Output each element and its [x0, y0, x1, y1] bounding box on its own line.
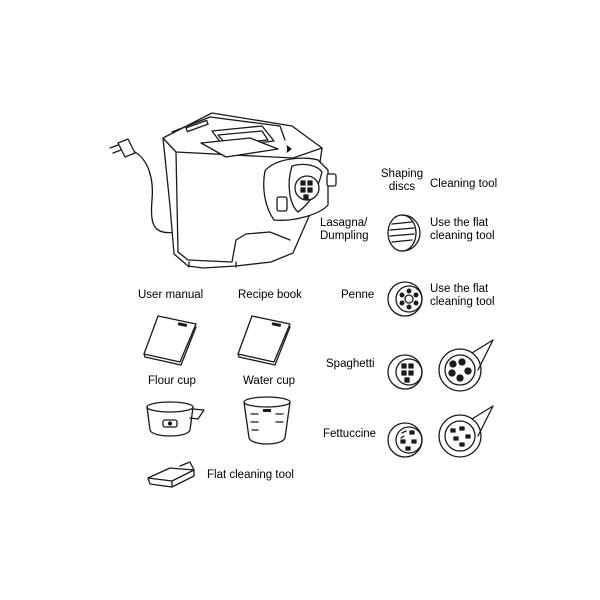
power-plug-icon: [109, 138, 177, 234]
cleaning-note-penne: Use the flat cleaning tool: [430, 283, 495, 309]
shaping-discs-header: Shaping discs: [377, 168, 427, 194]
shaping-disc-fettuccine-illustration: [387, 422, 423, 458]
cleaning-note-line1: Use the flat: [430, 283, 489, 295]
water-cup-illustration: [243, 396, 291, 445]
flat-cleaning-tool-label: Flat cleaning tool: [207, 469, 294, 481]
cleaning-note-line2: cleaning tool: [430, 230, 495, 242]
cleaning-tool-spaghetti-illustration: [438, 339, 494, 392]
cleaning-tool-fettuccine-illustration: [438, 405, 494, 458]
user-manual-label: User manual: [138, 289, 204, 301]
shaping-discs-header-line1: Shaping: [380, 168, 424, 180]
disc-name-line2: Dumpling: [320, 230, 369, 242]
shaping-disc-lasagna-illustration: [387, 214, 421, 252]
recipe-book-label: Recipe book: [238, 289, 302, 301]
user-manual-illustration: [143, 315, 197, 366]
shaping-disc-spaghetti-illustration: [387, 354, 423, 390]
cleaning-note-lasagna: Use the flat cleaning tool: [430, 217, 495, 243]
water-cup-label: Water cup: [243, 375, 295, 387]
recipe-book-illustration: [237, 315, 291, 366]
disc-name-line1: Lasagna/: [320, 217, 368, 229]
pasta-machine-illustration: [109, 112, 337, 269]
cleaning-tool-header: Cleaning tool: [430, 178, 498, 190]
cleaning-note-line2: cleaning tool: [430, 296, 495, 308]
flour-cup-label: Flour cup: [148, 375, 196, 387]
shaping-discs-header-line2: discs: [388, 181, 416, 193]
flour-cup-illustration: [146, 401, 205, 437]
flat-cleaning-tool-illustration: [147, 461, 195, 488]
disc-name-penne: Penne: [341, 289, 375, 301]
disc-name-lasagna: Lasagna/ Dumpling: [320, 217, 369, 243]
disc-name-fettuccine: Fettuccine: [323, 428, 377, 440]
shaping-disc-penne-illustration: [387, 281, 423, 317]
cleaning-note-line1: Use the flat: [430, 217, 489, 229]
disc-name-spaghetti: Spaghetti: [326, 358, 375, 370]
